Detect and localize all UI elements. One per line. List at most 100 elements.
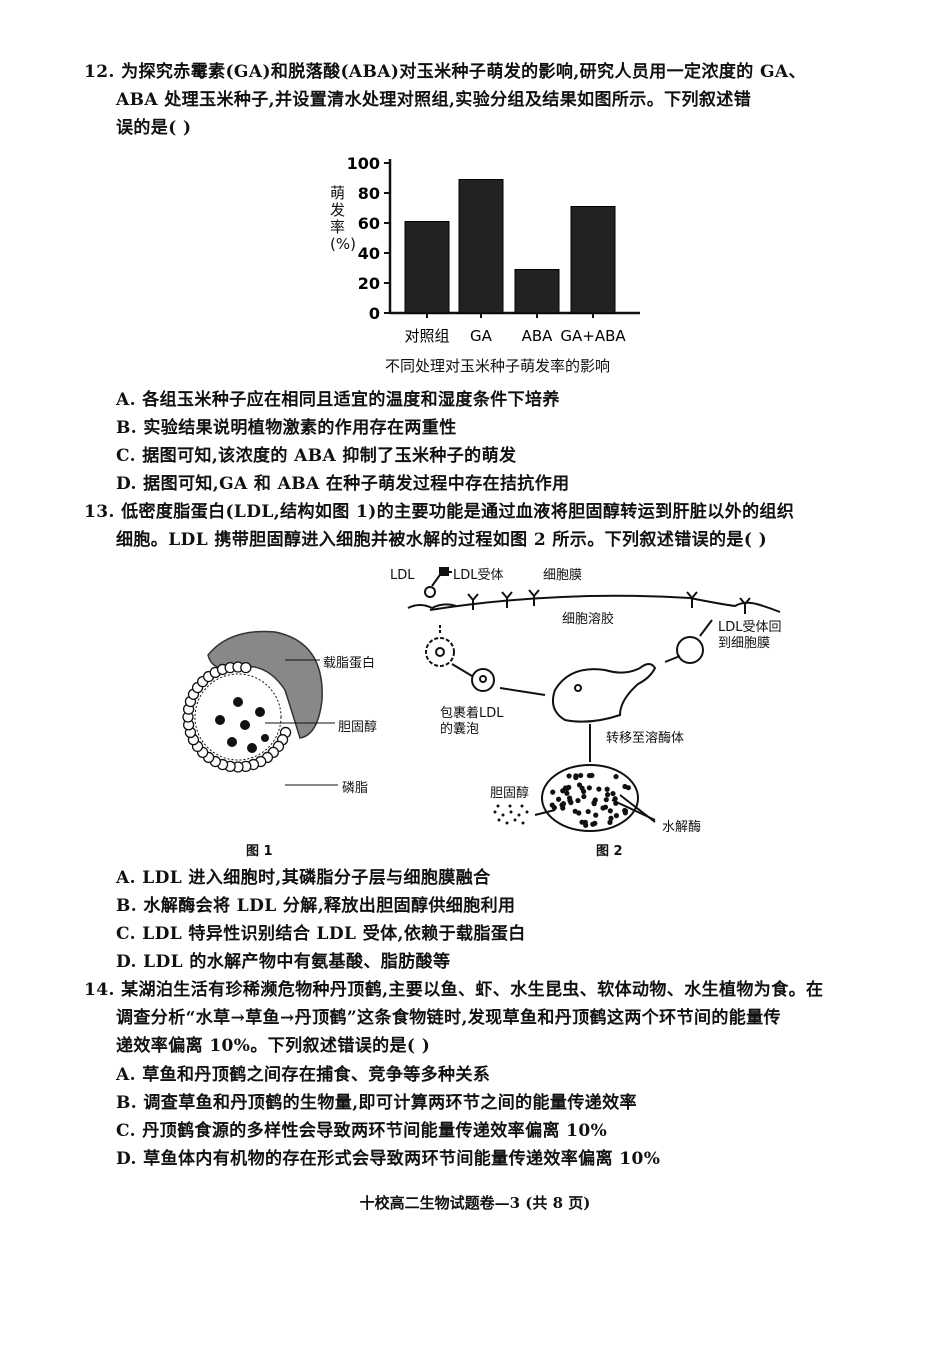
bar-对照组 (404, 221, 450, 314)
y-tick-label: 100 (347, 154, 380, 173)
fig2-label-transfer: 转移至溶酶体 (606, 731, 685, 746)
x-tick-label: ABA (522, 327, 554, 345)
ldl-uptake-figure (407, 567, 781, 832)
lysosome-particle (592, 797, 598, 803)
ldl-receptors (467, 589, 751, 614)
lysosome-particle (560, 801, 567, 807)
option-a: A. 各组玉米种子应在相同且适宜的温度和湿度条件下培养 (116, 390, 560, 410)
y-tick-label: 60 (358, 214, 380, 233)
lysosome-particle (575, 797, 581, 804)
option-d: D. 草鱼体内有机物的存在形式会导致两环节间能量传递效率偏离 10% (116, 1149, 661, 1169)
lysosome-particle (583, 822, 589, 828)
fig1-label-apolipoprotein: 载脂蛋白 (323, 656, 376, 671)
option-b: B. 实验结果说明植物激素的作用存在两重性 (116, 418, 457, 438)
option-d: D. LDL 的水解产物中有氨基酸、脂肪酸等 (116, 952, 451, 972)
x-tick-label: GA+ABA (560, 327, 626, 345)
fig2-label-return: LDL受体回到细胞膜 (718, 620, 782, 652)
cell-membrane (429, 594, 781, 613)
option-d: D. 据图可知,GA 和 ABA 在种子萌发过程中存在拮抗作用 (116, 474, 570, 494)
lysosome-particle (556, 796, 562, 802)
option-b: B. 水解酶会将 LDL 分解,释放出胆固醇供细胞利用 (116, 896, 516, 916)
chart-title: 不同处理对玉米种子萌发率的影响 (385, 357, 611, 375)
page-footer: 十校高二生物试题卷—3 (共 8 页) (359, 1194, 591, 1212)
apolipoprotein (207, 630, 323, 739)
lysosome-particle (596, 786, 602, 792)
q14-stem-line: 递效率偏离 10%。下列叙述错误的是( ) (116, 1036, 431, 1056)
lysosome-particle (607, 819, 613, 825)
phospholipid-layer (182, 661, 292, 773)
lysosome-particle (578, 772, 584, 779)
y-tick-label: 20 (358, 274, 380, 293)
q14-stem-line: 调查分析“水草→草鱼→丹顶鹤”这条食物链时,发现草鱼和丹顶鹤这两个环节间的能量传 (116, 1008, 781, 1028)
hydrolase-dots (549, 772, 631, 828)
lysosome-particle (612, 796, 618, 802)
lysosome-particle (613, 813, 620, 819)
lysosome-particle (576, 810, 582, 816)
lysosome-particle (603, 797, 609, 803)
y-tick-label: 0 (369, 304, 380, 323)
bar-ABA (514, 269, 560, 314)
lysosome-particle (567, 797, 573, 804)
q13-stem-line: 细胞。LDL 携带胆固醇进入细胞并被水解的过程如图 2 所示。下列叙述错误的是(… (116, 530, 768, 550)
fig2-vesicle-line: 的囊泡 (440, 722, 480, 737)
lysosome-particle (622, 783, 628, 790)
lysosome-particle (592, 820, 598, 826)
fig1-label-phospholipid: 磷脂 (342, 781, 369, 796)
option-c: C. 丹顶鹤食源的多样性会导致两环节间能量传递效率偏离 10% (116, 1121, 608, 1141)
lysosome-particle (607, 808, 613, 814)
fig1-caption: 图 1 (246, 844, 273, 859)
fig2-vesicle-line: 包裹着LDL (440, 706, 504, 721)
q12-stem-line: 12. 为探究赤霉素(GA)和脱落酸(ABA)对玉米种子萌发的影响,研究人员用一… (84, 62, 806, 82)
lysosome-particle (573, 773, 579, 779)
phospholipid-head (240, 661, 252, 674)
lysosome-particle (581, 793, 587, 800)
lysosome-particle (562, 785, 569, 791)
lysosome-particle (549, 802, 555, 808)
ldl-structure-figure (182, 630, 338, 786)
lysosome-particle (564, 790, 570, 796)
lysosome-particle (550, 789, 556, 795)
ldl-figures (182, 567, 781, 832)
q13-stem-line: 13. 低密度脂蛋白(LDL,结构如图 1)的主要功能是通过血液将胆固醇转运到肝… (84, 502, 795, 522)
y-tick-label: 80 (358, 184, 380, 203)
lysosome-particle (604, 786, 610, 792)
lysosome-particle (593, 812, 599, 818)
endosome (552, 663, 657, 723)
option-c: C. LDL 特异性识别结合 LDL 受体,依赖于载脂蛋白 (116, 924, 526, 944)
fig1-label-cholesterol: 胆固醇 (338, 720, 378, 735)
fig2-caption: 图 2 (596, 844, 623, 859)
lysosome-particle (608, 815, 614, 821)
lysosome-particle (566, 773, 572, 779)
q12-stem-line: ABA 处理玉米种子,并设置清水处理对照组,实验分组及结果如图所示。下列叙述错 (116, 90, 752, 110)
lysosome-particle (586, 772, 593, 779)
lysosome-particle (613, 773, 619, 780)
x-tick-label: GA (470, 327, 493, 345)
fig2-label-receptor: LDL受体 (453, 568, 504, 583)
fig2-label-cytosol: 细胞溶胶 (562, 612, 615, 627)
option-c: C. 据图可知,该浓度的 ABA 抑制了玉米种子的萌发 (116, 446, 517, 466)
cholesterol-dots (215, 697, 269, 753)
lysosome-particle (610, 790, 616, 797)
lysosome-particle (600, 805, 606, 811)
germination-bar-chart: 0 20 40 60 80 100 对照组 GA ABA GA+ABA (347, 154, 640, 345)
fig2-label-cholesterol: 胆固醇 (490, 786, 530, 801)
q12-stem-line: 误的是( ) (116, 118, 192, 138)
phospholipid-tails (194, 673, 282, 761)
lysosome-particle (576, 782, 583, 788)
q14-stem-line: 14. 某湖泊生活有珍稀濒危物种丹顶鹤,主要以鱼、虾、水生昆虫、软体动物、水生植… (84, 980, 824, 1000)
lysosome-particle (613, 800, 619, 806)
option-b: B. 调查草鱼和丹顶鹤的生物量,即可计算两环节之间的能量传递效率 (116, 1093, 637, 1113)
fig2-label-ldl: LDL (390, 568, 415, 583)
fig2-label-membrane: 细胞膜 (543, 568, 583, 583)
fig2-label-enzyme: 水解酶 (662, 820, 702, 835)
fig2-return-line: 到细胞膜 (718, 636, 771, 651)
x-tick-label: 对照组 (404, 327, 449, 345)
lysosome-particle (604, 792, 611, 798)
lysosome-particle (622, 810, 628, 816)
lysosome-particle (585, 808, 591, 815)
option-a: A. LDL 进入细胞时,其磷脂分子层与细胞膜融合 (116, 868, 491, 888)
cholesterol-particles (493, 804, 529, 825)
y-tick-label: 40 (358, 244, 380, 263)
option-a: A. 草鱼和丹顶鹤之间存在捕食、竞争等多种关系 (116, 1065, 491, 1085)
